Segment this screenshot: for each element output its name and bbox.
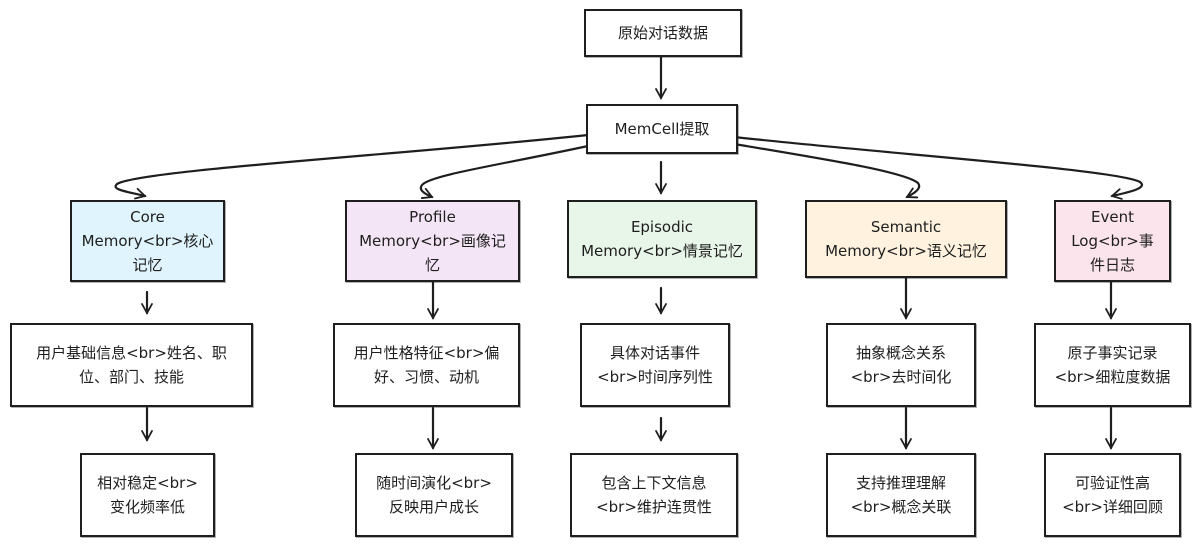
node-core-feature: 用户基础信息<br>姓名、职 位、部门、技能 [10, 323, 253, 407]
node-label-line: <br>细粒度数据 [1054, 368, 1171, 386]
node-label-line: Memory<br>画像记 [359, 232, 506, 250]
edge-extract-to-event [732, 135, 1143, 200]
node-label-line: 具体对话事件 [609, 344, 700, 362]
node-label-line: 用户性格特征<br>偏 [353, 344, 500, 362]
node-label-line: Event [1091, 208, 1134, 226]
node-profile-memory: Profile Memory<br>画像记 忆 [345, 200, 520, 282]
node-label-line: Memory<br>语义记忆 [825, 242, 987, 260]
edge-extract-to-profile [419, 144, 590, 199]
node-label-line: Memory<br>情景记忆 [581, 242, 743, 260]
node-label-line: 好、习惯、动机 [373, 368, 479, 386]
node-event-trait: 可验证性高 <br>详细回顾 [1044, 453, 1181, 537]
node-label-line: <br>时间序列性 [597, 368, 713, 386]
node-memcell-extract: MemCell提取 [586, 104, 738, 154]
edge-extract-to-semantic [732, 142, 921, 199]
node-semantic-memory: Semantic Memory<br>语义记忆 [805, 200, 1007, 278]
node-label-line: Episodic [630, 218, 694, 236]
node-episodic-trait: 包含上下文信息 <br>维护连贯性 [570, 453, 738, 537]
node-label-line: <br>维护连贯性 [596, 498, 712, 516]
node-label-line: 件日志 [1089, 256, 1135, 274]
node-label-line: 原子事实记录 [1067, 344, 1158, 362]
node-core-memory: Core Memory<br>核心 记忆 [70, 200, 225, 282]
node-core-trait: 相对稳定<br> 变化频率低 [80, 453, 215, 537]
node-label-line: 变化频率低 [109, 498, 185, 516]
node-event-feature: 原子事实记录 <br>细粒度数据 [1034, 323, 1191, 407]
node-label-line: Core [130, 208, 165, 226]
node-label-line: <br>详细回顾 [1062, 498, 1163, 516]
node-label-line: 相对稳定<br> [97, 474, 198, 492]
node-label-line: 位、部门、技能 [78, 368, 184, 386]
node-episodic-feature: 具体对话事件 <br>时间序列性 [580, 323, 730, 407]
node-profile-trait: 随时间演化<br> 反映用户成长 [355, 453, 513, 537]
node-semantic-feature: 抽象概念关系 <br>去时间化 [826, 323, 976, 407]
node-label: 原始对话数据 [617, 24, 708, 42]
node-label-line: 支持推理理解 [855, 474, 946, 492]
node-label-line: 忆 [424, 256, 440, 274]
node-label-line: Semantic [870, 218, 942, 236]
node-label-line: Log<br>事 [1071, 232, 1154, 250]
node-label-line: <br>去时间化 [850, 368, 952, 386]
node-label-line: 反映用户成长 [388, 498, 479, 516]
node-episodic-memory: Episodic Memory<br>情景记忆 [567, 200, 757, 278]
node-label-line: 抽象概念关系 [855, 344, 946, 362]
node-label-line: 包含上下文信息 [601, 474, 707, 492]
node-raw-dialogue-data: 原始对话数据 [584, 9, 742, 57]
node-label-line: 随时间演化<br> [376, 474, 492, 492]
edge-extract-to-core [114, 133, 590, 200]
node-label-line: <br>概念关联 [850, 498, 952, 516]
node-label-line: 用户基础信息<br>姓名、职 [36, 344, 227, 362]
node-label-line: 可验证性高 [1074, 474, 1150, 492]
node-label: MemCell提取 [614, 120, 710, 138]
node-profile-feature: 用户性格特征<br>偏 好、习惯、动机 [333, 323, 520, 407]
node-label-line: 记忆 [132, 256, 163, 274]
node-label-line: Profile [409, 208, 456, 226]
node-semantic-trait: 支持推理理解 <br>概念关联 [826, 453, 976, 537]
node-event-log: Event Log<br>事 件日志 [1054, 200, 1171, 282]
node-label-line: Memory<br>核心 [81, 232, 214, 250]
